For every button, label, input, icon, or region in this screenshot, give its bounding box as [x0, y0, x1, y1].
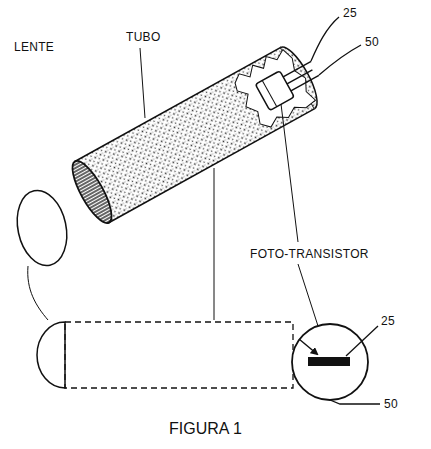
part-label: LENTE: [14, 40, 54, 54]
part-label: TUBO: [126, 30, 161, 44]
pin-number: 50: [384, 397, 398, 411]
leader-line: [140, 48, 145, 118]
transistor-base: [308, 357, 350, 366]
lens-symbol: [37, 322, 65, 388]
pin-number: 50: [365, 35, 379, 49]
light-arrow: [299, 339, 317, 354]
wire: [311, 17, 339, 61]
leader-line: [298, 264, 318, 326]
pin-number: 25: [343, 6, 357, 20]
leader-line: [28, 266, 48, 320]
tube-symbol: [65, 322, 293, 388]
lead: [346, 326, 378, 356]
figure-caption: FIGURA 1: [169, 420, 242, 438]
part-label: FOTO-TRANSISTOR: [250, 247, 369, 261]
lead: [330, 400, 380, 404]
pin-number: 25: [381, 314, 395, 328]
leader-line: [214, 168, 215, 320]
tube: [65, 38, 332, 228]
leader-line: [281, 104, 298, 242]
phototransistor-symbol: [292, 324, 368, 400]
lens: [11, 186, 74, 270]
wire: [319, 45, 361, 75]
